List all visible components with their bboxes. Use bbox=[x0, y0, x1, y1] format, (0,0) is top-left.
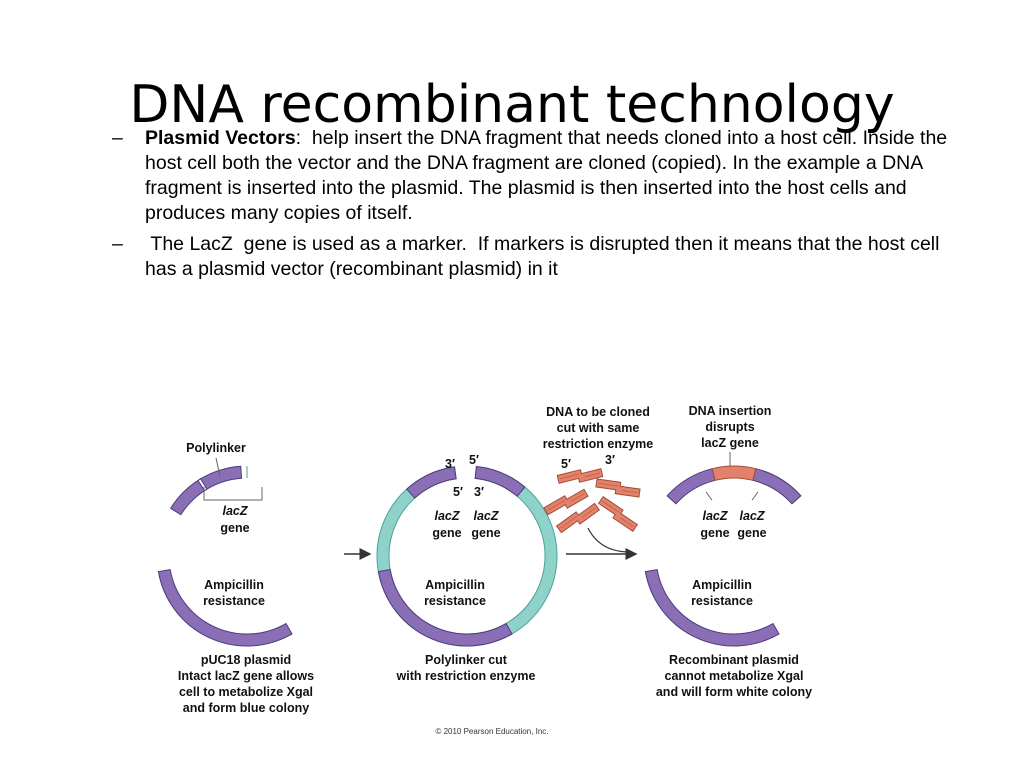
lacz-left-label: lacZ bbox=[434, 509, 460, 523]
plasmid1-caption-2: Intact lacZ gene allows bbox=[178, 669, 314, 683]
lacz-left-label: lacZ bbox=[702, 509, 728, 523]
lacz-segment bbox=[169, 465, 243, 516]
fragments-label-1: DNA to be cloned bbox=[546, 405, 650, 419]
plasmid3-caption-3: and will form white colony bbox=[656, 685, 812, 699]
insertion-label-1: DNA insertion bbox=[689, 404, 772, 418]
fragment-end-3: 3′ bbox=[605, 453, 615, 467]
plasmid-recombinant: DNA insertion disrupts lacZ gene lacZ ge… bbox=[644, 404, 812, 699]
insertion-label-2: disrupts bbox=[705, 420, 754, 434]
end-3b-label: 3′ bbox=[474, 485, 484, 499]
ampicillin-label-2: resistance bbox=[424, 594, 486, 608]
gene-tick-left bbox=[705, 491, 713, 501]
polylinker-label: Polylinker bbox=[186, 441, 246, 455]
ampicillin-label: Ampicillin bbox=[692, 578, 752, 592]
dna-fragment-5 bbox=[597, 496, 639, 532]
bullet-body: The LacZ gene is used as a marker. If ma… bbox=[145, 233, 945, 280]
lacz-left-segment bbox=[406, 466, 457, 499]
dna-fragment-1 bbox=[556, 468, 604, 484]
end-3-label: 3′ bbox=[445, 457, 455, 471]
plasmid1-caption-1: pUC18 plasmid bbox=[201, 653, 291, 667]
end-5-label: 5′ bbox=[469, 453, 479, 467]
ampicillin-segment bbox=[644, 568, 780, 647]
curved-arrow bbox=[587, 527, 631, 553]
lacz-right-label-2: gene bbox=[471, 526, 500, 540]
bullet-lacz-marker: – The LacZ gene is used as a marker. If … bbox=[112, 232, 962, 282]
ampicillin-segment bbox=[157, 568, 293, 647]
lacz-right-segment bbox=[752, 468, 802, 505]
dna-fragment-3 bbox=[543, 488, 589, 516]
plasmid3-caption-2: cannot metabolize Xgal bbox=[665, 669, 804, 683]
dna-fragment-4 bbox=[555, 502, 601, 534]
lacz-right-segment bbox=[474, 465, 526, 497]
plasmid-ring bbox=[157, 465, 293, 647]
lacz-left-label-2: gene bbox=[432, 526, 461, 540]
plasmid-cut: 3′ 5′ 5′ 3′ lacZ gene lacZ gene Ampicill… bbox=[376, 453, 558, 683]
lacz-left-segment bbox=[666, 468, 716, 505]
plasmid3-caption-1: Recombinant plasmid bbox=[669, 653, 799, 667]
end-5b-label: 5′ bbox=[453, 485, 463, 499]
ampicillin-label: Ampicillin bbox=[204, 578, 264, 592]
plasmid-ring bbox=[644, 465, 802, 647]
plasmid2-caption-1: Polylinker cut bbox=[425, 653, 508, 667]
lacz-right-label: lacZ bbox=[739, 509, 765, 523]
insertion-label-3: lacZ gene bbox=[701, 436, 759, 450]
lacz-left-label-2: gene bbox=[700, 526, 729, 540]
bullet-term: Plasmid Vectors bbox=[145, 127, 296, 149]
ampicillin-segment bbox=[377, 568, 513, 647]
lacz-gene-label: lacZ bbox=[222, 504, 248, 518]
bullet-plasmid-vectors: – Plasmid Vectors: help insert the DNA f… bbox=[112, 126, 962, 226]
ampicillin-label-2: resistance bbox=[203, 594, 265, 608]
gene-tick-right bbox=[751, 491, 759, 501]
polylinker-divider bbox=[197, 478, 208, 492]
bullet-dash: – bbox=[112, 233, 123, 255]
polylinker-bracket bbox=[203, 487, 263, 501]
bullet-text: The LacZ gene is used as a marker. If ma… bbox=[145, 232, 962, 282]
inserted-dna-segment bbox=[711, 465, 757, 481]
lacz-right-label: lacZ bbox=[473, 509, 499, 523]
plasmid1-caption-3: cell to metabolize Xgal bbox=[179, 685, 313, 699]
dna-fragment-2 bbox=[595, 478, 641, 498]
plasmid1-caption-4: and form blue colony bbox=[183, 701, 309, 715]
slide-title: DNA recombinant technology bbox=[129, 74, 895, 135]
bullet-list: – Plasmid Vectors: help insert the DNA f… bbox=[112, 126, 962, 288]
plasmid2-caption-2: with restriction enzyme bbox=[396, 669, 536, 683]
fragment-end-5: 5′ bbox=[561, 457, 571, 471]
fragments-label-2: cut with same bbox=[557, 421, 640, 435]
polylinker-pointer bbox=[215, 457, 221, 477]
ampicillin-label-2: resistance bbox=[691, 594, 753, 608]
plasmid-puc18: Polylinker lacZ gene Ampicillin resistan… bbox=[157, 441, 314, 715]
bullet-dash: – bbox=[112, 127, 123, 149]
lacz-right-label-2: gene bbox=[737, 526, 766, 540]
plasmid-ring bbox=[376, 465, 558, 647]
lacz-gene-label-2: gene bbox=[220, 521, 249, 535]
bullet-text: Plasmid Vectors: help insert the DNA fra… bbox=[145, 126, 962, 226]
bullet-body: : help insert the DNA fragment that need… bbox=[145, 127, 953, 224]
ampicillin-label: Ampicillin bbox=[425, 578, 485, 592]
fragments-label-3: restriction enzyme bbox=[543, 437, 654, 451]
dna-fragments: DNA to be cloned cut with same restricti… bbox=[543, 405, 654, 534]
copyright-notice: © 2010 Pearson Education, Inc. bbox=[435, 727, 548, 736]
